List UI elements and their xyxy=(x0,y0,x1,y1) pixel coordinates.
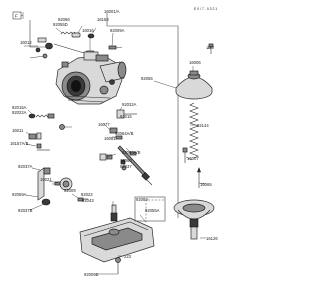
callout-220: 220 xyxy=(207,45,215,50)
callout-92037: 92037 xyxy=(120,164,132,169)
header-tag-text: F xyxy=(15,14,18,19)
vacuum-piston xyxy=(173,199,215,240)
callout-16077: 16077 xyxy=(98,122,110,127)
callout-16060: 16060 xyxy=(120,158,132,163)
callout-16081: 16081 xyxy=(104,136,116,141)
callout-92055: 92055 xyxy=(141,76,153,81)
callout-16011: 16011 xyxy=(12,128,24,133)
callout-223: 223 xyxy=(124,254,132,259)
callout-16021: 16021 xyxy=(40,177,52,182)
callout-16065: 16065 xyxy=(200,182,212,187)
callout-92015a: 92015A xyxy=(12,105,27,110)
callout-92069: 92069 xyxy=(136,197,148,202)
callout-92009a: 92009A xyxy=(110,28,125,33)
figure-code: E 0 / 7 - 0 3 2 1 xyxy=(194,7,217,11)
callout-92144: 92144 xyxy=(197,123,209,128)
callout-labels: 92066 92055D 16163 92009A 16016 16012 22… xyxy=(10,17,218,277)
float-chamber xyxy=(79,196,166,274)
carburetor-body xyxy=(55,51,127,105)
needle-parts xyxy=(182,147,201,188)
header-tag: F xyxy=(12,11,24,20)
callout-92059a: 92059A xyxy=(12,192,27,197)
exploded-parts-diagram: F 16001/A E 0 / 7 - 0 3 2 1 xyxy=(10,7,218,277)
callout-16016: 16016 xyxy=(82,28,94,33)
callout-16005: 16005 xyxy=(189,60,201,65)
callout-16012: 16012 xyxy=(20,40,32,45)
spring-92144 xyxy=(189,102,199,159)
callout-92055d: 92055D xyxy=(53,22,68,27)
callout-92009: 92009 xyxy=(64,188,76,193)
callout-16163: 16163 xyxy=(97,17,109,22)
jet-parts-center xyxy=(99,109,137,171)
jet-needle xyxy=(117,145,153,186)
top-bracket xyxy=(29,20,48,48)
choke-assembly xyxy=(37,167,88,206)
callout-92022: 92022 xyxy=(81,192,93,197)
assembly-number: 16001/A xyxy=(104,9,120,14)
callout-92032a: 92032A xyxy=(122,102,137,107)
callout-92037a: 92037A xyxy=(18,164,33,169)
callout-92037b: 92037B xyxy=(18,208,33,213)
callout-92063ab: 92063A/B xyxy=(122,150,141,155)
callout-16157ab: 16157A/B xyxy=(10,141,29,146)
callout-92066b: 92066 xyxy=(58,17,70,22)
callout-16126: 16126 xyxy=(206,236,218,241)
callout-92009b: 92009B xyxy=(84,272,99,277)
fuel-inlet-parts xyxy=(35,31,122,59)
diaphragm-cover xyxy=(175,43,214,100)
callout-92064ab: 92064A/B xyxy=(115,131,134,136)
callout-92015: 92015 xyxy=(120,114,132,119)
callout-92043: 92043 xyxy=(82,198,94,203)
jet-parts-left xyxy=(28,113,72,151)
callout-92022a: 92022A xyxy=(12,110,27,115)
callout-92055a: 92055A xyxy=(145,208,160,213)
callout-16007: 16007 xyxy=(187,156,199,161)
leader-lines xyxy=(24,25,211,275)
assembly-bracket xyxy=(106,13,179,218)
